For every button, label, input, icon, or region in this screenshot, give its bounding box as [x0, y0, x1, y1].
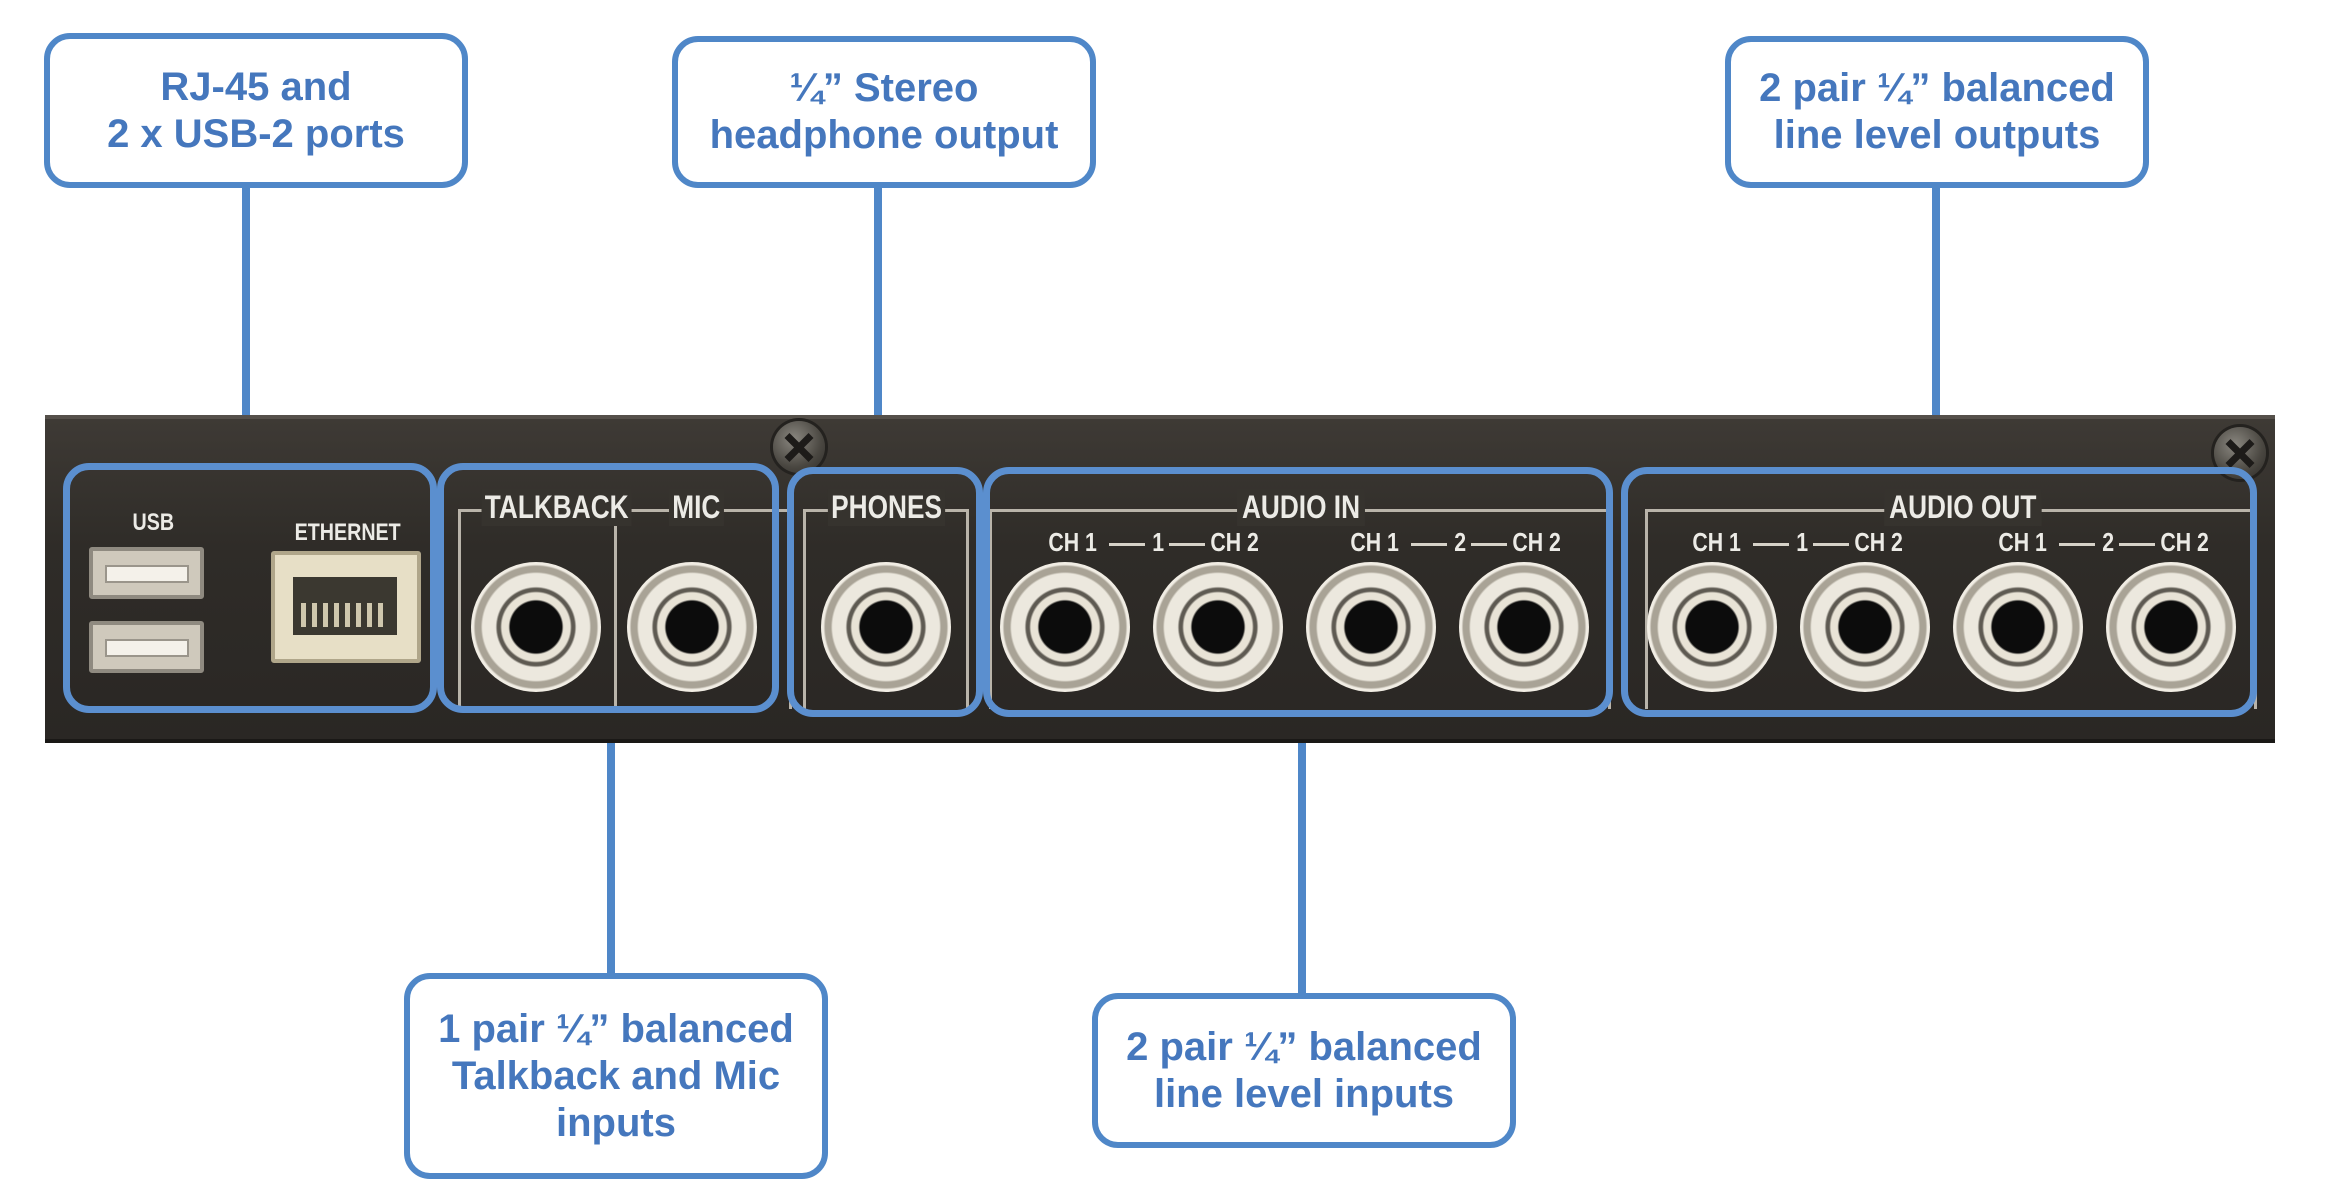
usb-port-2[interactable] [89, 621, 204, 673]
arrow-in-stem [1298, 737, 1306, 995]
phones-jack[interactable] [821, 562, 951, 692]
audio-out-jack-1[interactable] [1647, 562, 1777, 692]
in-ch1-label: CH 1 [1350, 527, 1399, 557]
callout-text: line level outputs [1773, 113, 2101, 157]
audio-out-label: AUDIO OUT [1884, 489, 2042, 526]
callout-text: 2 pair ¼” balanced [1126, 1024, 1482, 1069]
audio-in-jack-3[interactable] [1306, 562, 1436, 692]
callout-talkback-mic: 1 pair ¼” balanced Talkback and Mic inpu… [404, 973, 828, 1179]
phones-label: PHONES [827, 489, 946, 526]
callout-text: 1 pair ¼” balanced [438, 1006, 794, 1051]
out-line [1813, 543, 1849, 546]
callout-text: ¼” Stereo [789, 66, 979, 110]
in-line [1471, 543, 1507, 546]
audio-in-jack-1[interactable] [1000, 562, 1130, 692]
out-ch2-label: CH 2 [1854, 527, 1903, 557]
callout-text: 2 x USB-2 ports [107, 111, 405, 156]
out-ch1-label: CH 1 [1692, 527, 1741, 557]
ethernet-port[interactable] [271, 551, 421, 663]
callout-text: 2 pair ¼” balanced [1759, 66, 2115, 110]
callout-headphone: ¼” Stereo headphone output [672, 36, 1096, 188]
highlight-talkback-mic [437, 463, 779, 713]
out-line [2059, 543, 2095, 546]
out-pair2-label: 2 [2102, 527, 2115, 557]
audio-in-jack-4[interactable] [1459, 562, 1589, 692]
ethernet-label: ETHERNET [294, 519, 401, 546]
audio-in-jack-2[interactable] [1153, 562, 1283, 692]
in-pair1-label: 1 [1152, 527, 1165, 557]
mic-jack[interactable] [627, 562, 757, 692]
in-ch2-label: CH 2 [1210, 527, 1259, 557]
audio-out-jack-4[interactable] [2106, 562, 2236, 692]
usb-port-1[interactable] [89, 547, 204, 599]
audio-out-jack-3[interactable] [1953, 562, 2083, 692]
callout-rj45-usb: RJ-45 and 2 x USB-2 ports [44, 33, 468, 188]
callout-text: line level inputs [1153, 1071, 1455, 1116]
out-line [2119, 543, 2155, 546]
highlight-audio-in [983, 467, 1613, 717]
in-line [1109, 543, 1145, 546]
arrow-usb-stem [242, 188, 250, 430]
callout-line-inputs: 2 pair ¼” balanced line level inputs [1092, 993, 1516, 1148]
highlight-usb-ethernet [63, 463, 437, 713]
callout-line-outputs: 2 pair ¼” balanced line level outputs [1725, 36, 2149, 188]
in-line [1169, 543, 1205, 546]
arrow-phones-stem [874, 188, 882, 430]
talkback-mic-divider [614, 509, 617, 709]
callout-text: RJ-45 and [160, 64, 352, 109]
talkback-jack[interactable] [471, 562, 601, 692]
mic-label: MIC [668, 489, 724, 526]
highlight-audio-out [1621, 467, 2257, 717]
in-ch1-label: CH 1 [1048, 527, 1097, 557]
callout-text: headphone output [709, 113, 1059, 157]
usb-label: USB [132, 509, 175, 536]
arrow-talkback-stem [607, 735, 615, 975]
out-ch2-label: CH 2 [2160, 527, 2209, 557]
in-ch2-label: CH 2 [1512, 527, 1561, 557]
in-line [1411, 543, 1447, 546]
out-line [1753, 543, 1789, 546]
callout-text: inputs [556, 1100, 676, 1145]
out-ch1-label: CH 1 [1998, 527, 2047, 557]
arrow-out-stem [1932, 188, 1940, 430]
out-pair1-label: 1 [1796, 527, 1809, 557]
highlight-phones [787, 467, 983, 717]
audio-out-jack-2[interactable] [1800, 562, 1930, 692]
callout-text: Talkback and Mic [451, 1053, 781, 1098]
in-pair2-label: 2 [1454, 527, 1467, 557]
screw-left [773, 421, 825, 473]
audio-in-label: AUDIO IN [1237, 489, 1365, 526]
talkback-label: TALKBACK [481, 489, 632, 526]
